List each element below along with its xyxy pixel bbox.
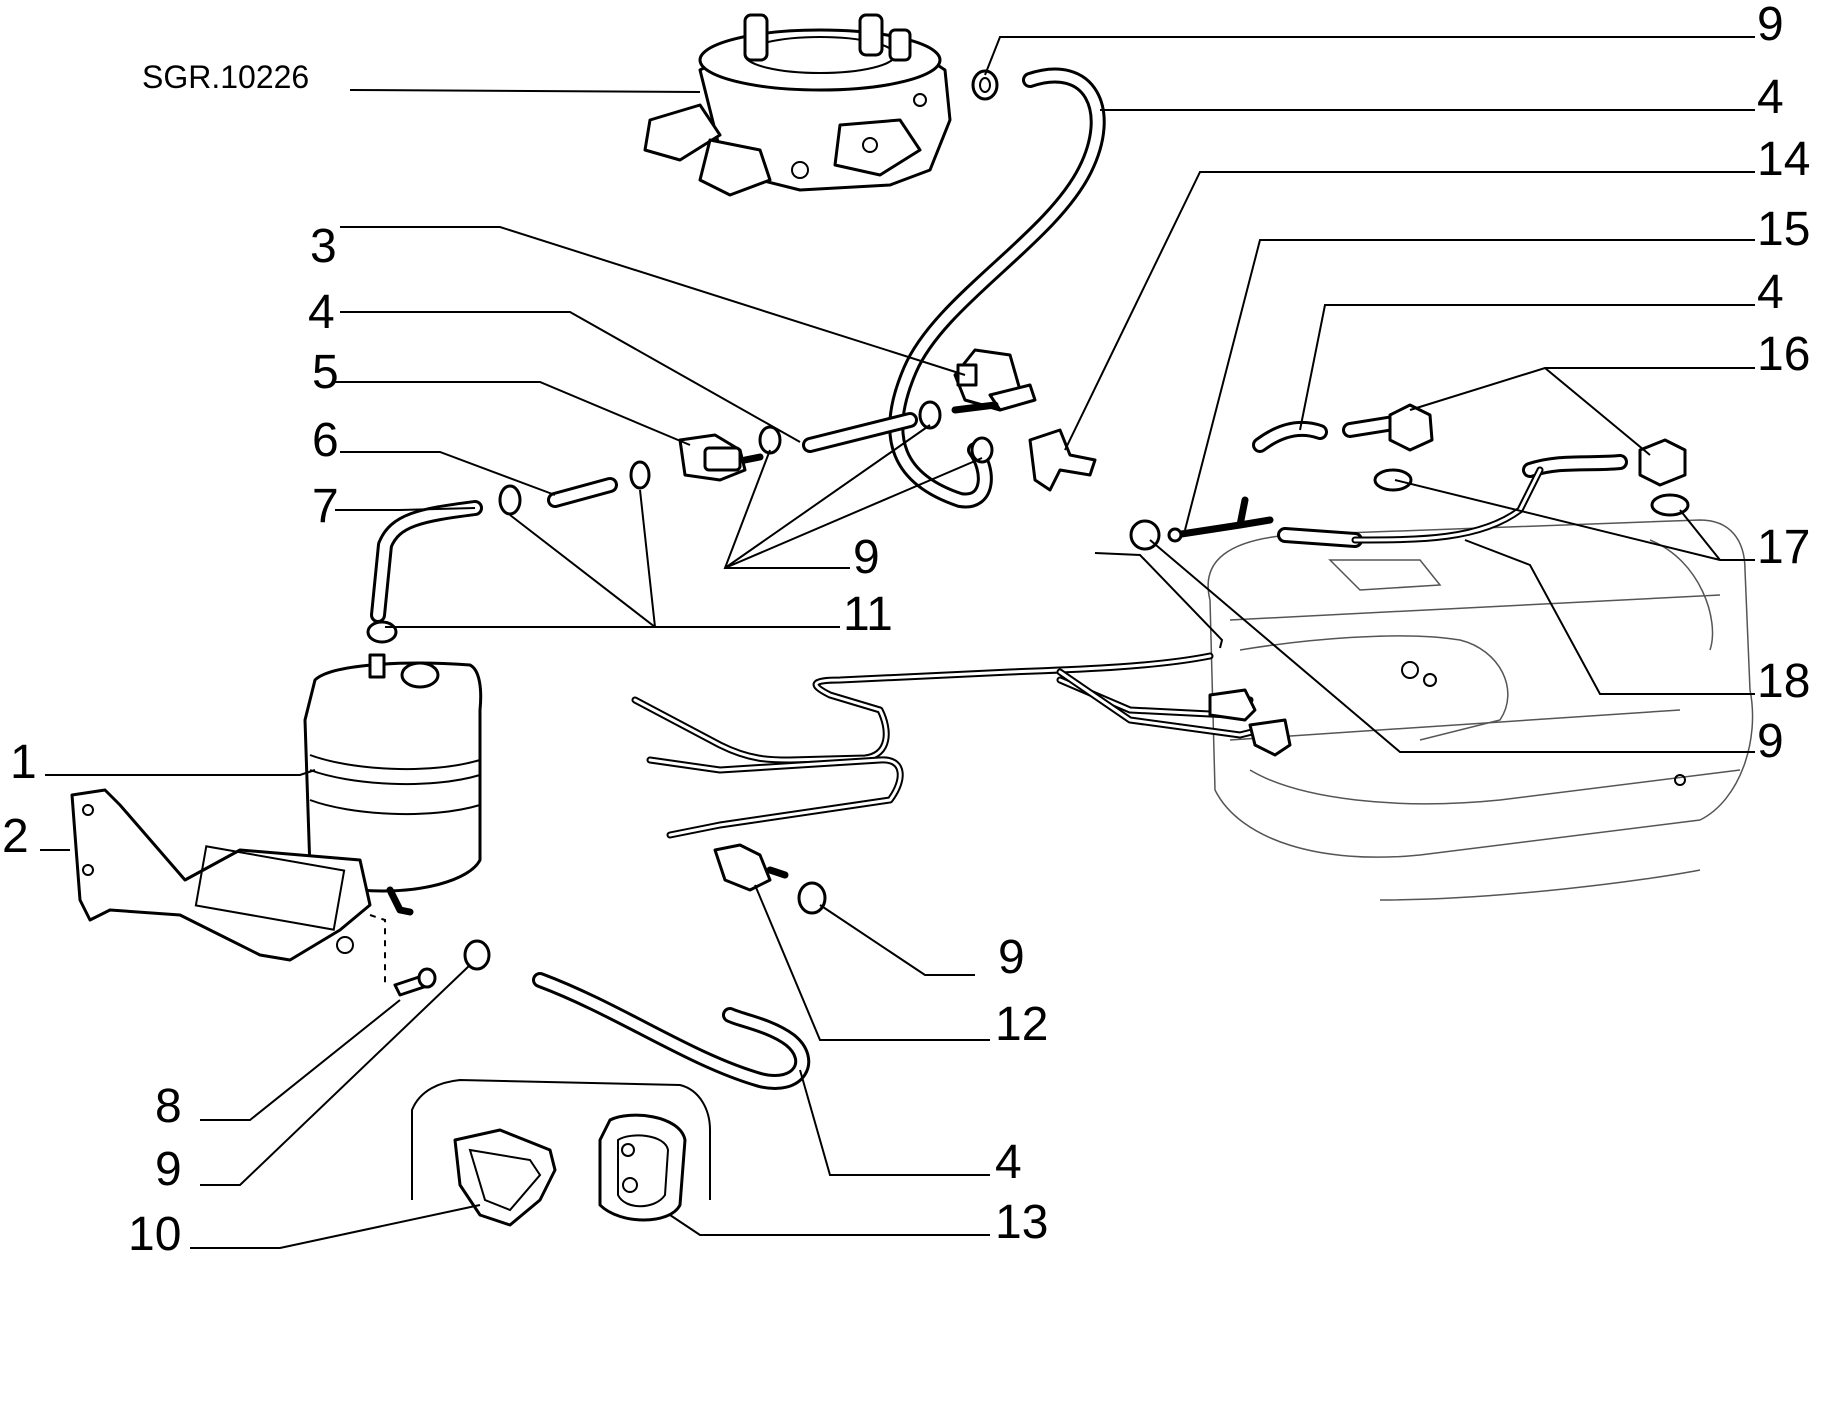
valve-16-left (1388, 403, 1434, 452)
valve-3 (953, 348, 1037, 412)
callout-13: 13 (995, 1196, 1048, 1249)
dashed-guide (1094, 552, 1224, 649)
hose-clamp-9-valve (918, 400, 942, 430)
callout-4: 4 (1757, 266, 1784, 319)
clamp-9-fitting (797, 881, 827, 915)
hose-7 (370, 500, 483, 623)
bolt-8 (369, 914, 437, 997)
bracket-14 (1028, 428, 1097, 492)
callout-16: 16 (1757, 328, 1810, 381)
callout-10: 10 (128, 1208, 181, 1261)
bracket-2 (70, 788, 372, 962)
callout-9: 9 (853, 531, 880, 584)
callout-8: 8 (155, 1080, 182, 1133)
clamp-11-right (629, 460, 651, 490)
tee-15 (1167, 496, 1274, 543)
seal-17-left (1373, 468, 1413, 492)
hose-4-middle (802, 401, 999, 453)
callout-5: 5 (312, 346, 339, 399)
hose-18 (1277, 466, 1544, 548)
callout-4: 4 (995, 1136, 1022, 1189)
canister-1 (303, 653, 483, 916)
hose-4-upper (888, 67, 1106, 509)
figure-reference: SGR.10226 (142, 59, 309, 95)
clamp-11-left (498, 484, 522, 516)
callout-labels: 1 2 3 4 5 6 7 8 9 10 9 11 9 4 14 15 4 16… (2, 0, 1810, 1261)
callout-17: 17 (1757, 521, 1810, 574)
hose-6 (547, 477, 618, 508)
fuel-tank (1207, 519, 1754, 901)
fuel-lines (631, 652, 1292, 839)
callout-12: 12 (995, 998, 1048, 1051)
clip-10 (453, 1128, 557, 1227)
clamp-9-lower-left (463, 939, 491, 971)
hose-7-fitting (366, 620, 398, 644)
callout-9: 9 (155, 1143, 182, 1196)
callout-4: 4 (308, 286, 335, 339)
callout-14: 14 (1757, 133, 1810, 186)
callout-9: 9 (998, 931, 1025, 984)
callout-3: 3 (310, 220, 337, 273)
valve-5 (678, 433, 764, 482)
callout-1: 1 (10, 736, 37, 789)
seal-17-right (1650, 493, 1690, 517)
hose-clamp-9-top (971, 69, 999, 101)
callout-11: 11 (843, 588, 893, 641)
throttle-body-assembly (643, 13, 952, 197)
callout-15: 15 (1757, 203, 1810, 256)
hose-4-lower (532, 972, 811, 1090)
callout-4: 4 (1757, 71, 1784, 124)
callout-7: 7 (312, 480, 339, 533)
hose-clamp-9-mid (758, 425, 782, 455)
fitting-12 (713, 843, 789, 892)
callout-9: 9 (1757, 715, 1784, 768)
valve-16-right (1638, 438, 1687, 487)
leader-lines (40, 36, 1755, 1249)
inset-frame (411, 1078, 711, 1200)
hose-clamp-9-lower (970, 436, 994, 464)
callout-6: 6 (312, 414, 339, 467)
callout-18: 18 (1757, 655, 1810, 708)
callout-9: 9 (1757, 0, 1784, 51)
grommet-13 (598, 1113, 687, 1222)
hose-4-right (1252, 414, 1628, 478)
callout-2: 2 (2, 810, 29, 863)
